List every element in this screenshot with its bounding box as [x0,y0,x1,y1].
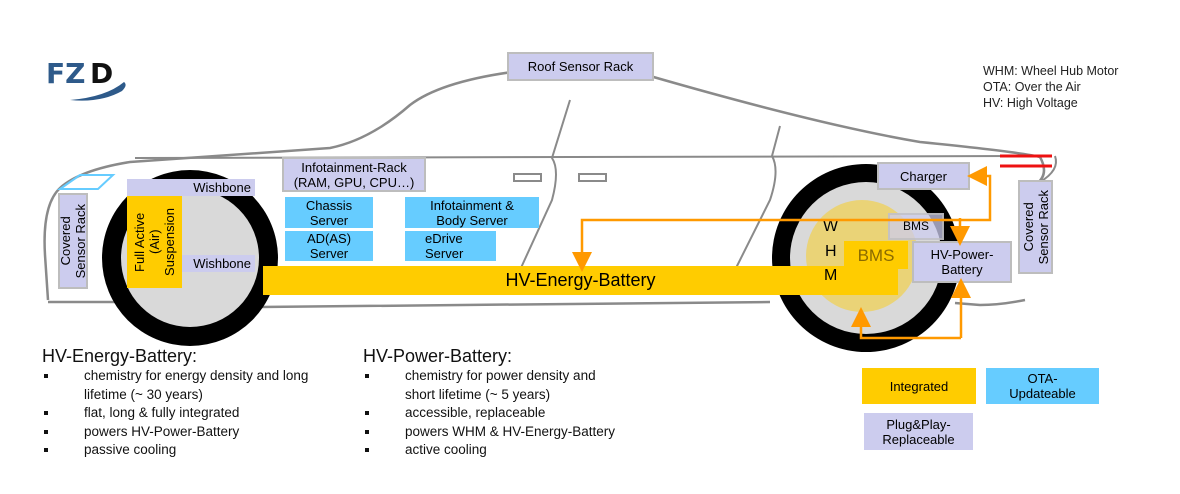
chassis-server-label: Chassis [305,197,353,213]
headlight [56,174,116,190]
key-ota-label: OTA- [1027,371,1058,386]
fzd-logo: FZ D [46,55,136,110]
whm-letter-w: W [823,218,839,235]
covered-sensor-rack-rear-label: Covered [1020,202,1036,252]
roof-sensor-rack: Roof Sensor Rack [507,52,654,81]
door-handle [513,173,542,182]
power-bullet-continuation: short lifetime (~ 5 years) [405,386,551,402]
covered-sensor-rack-rear-sublabel: Sensor Rack [1035,189,1051,265]
roof-sensor-rack-label: Roof Sensor Rack [527,59,634,74]
power-description-title: HV-Power-Battery: [363,346,513,366]
suspension-label-2: (Air) [147,229,162,255]
wishbone-bottom-label: Wishbone [193,256,251,271]
chassis-server-sublabel: Server [309,212,349,228]
energy-bullet: chemistry for energy density and long [42,367,362,386]
key-ota-updateable: OTA- Updateable [986,368,1099,404]
charger: Charger [877,162,970,190]
edrive-server-sublabel: Server [425,246,464,261]
chassis-server: Chassis Server [285,197,373,228]
covered-sensor-rack-front: Covered Sensor Rack [58,193,88,289]
ad-server-sublabel: Server [309,246,349,261]
abbreviation-whm: WHM: Wheel Hub Motor [983,64,1119,78]
bms-small-label: BMS [902,219,929,233]
full-active-air-suspension: Full Active (Air) Suspension [127,196,182,288]
covered-sensor-rack-front-label: Covered [58,216,73,266]
infotainment-server-sublabel: Body Server [436,212,508,228]
c-pillar [734,125,781,271]
infotainment-rack-sublabel: (RAM, GPU, CPU…) [293,174,415,190]
abbreviation-hv: HV: High Voltage [983,96,1078,110]
wishbone-bottom: Wishbone [182,255,255,272]
infotainment-body-server: Infotainment & Body Server [405,197,539,228]
hv-power-battery-description: HV-Power-Battery: chemistry for power de… [363,345,683,460]
abbreviation-legend: WHM: Wheel Hub Motor OTA: Over the Air H… [983,63,1118,111]
bms-integrated: BMS [844,241,908,269]
hv-energy-battery-label: HV-Energy-Battery [505,270,656,290]
logo-text-fz: FZ [46,57,85,90]
energy-description-title: HV-Energy-Battery: [42,346,198,366]
power-bullet: active cooling [363,441,683,460]
wishbone-top-label: Wishbone [193,180,251,195]
covered-sensor-rack-front-sublabel: Sensor Rack [73,203,88,279]
whm-letter-h: H [825,243,837,260]
ad-as-server: AD(AS) Server [285,231,373,261]
car-body-outline [43,70,1046,309]
abbreviation-ota: OTA: Over the Air [983,80,1081,94]
key-plug-sublabel: Replaceable [882,431,955,447]
energy-bullet: flat, long & fully integrated [42,404,362,423]
hv-energy-battery-description: HV-Energy-Battery: chemistry for energy … [42,345,362,460]
covered-sensor-rack-rear: Covered Sensor Rack [1018,180,1053,274]
suspension-label-1: Full Active [132,212,147,272]
beltline [134,155,1041,159]
hv-energy-battery: HV-Energy-Battery [263,266,898,295]
power-bullet: chemistry for power density and [363,367,683,386]
key-integrated-label: Integrated [889,378,949,394]
edrive-server-label: eDrive [425,231,463,246]
key-plug-and-play-replaceable: Plug&Play- Replaceable [864,413,973,450]
key-plug-label: Plug&Play- [886,416,951,432]
infotainment-rack-label: Infotainment-Rack [301,159,407,175]
energy-bullet: powers HV-Power-Battery [42,423,362,442]
whm-letter-m: M [824,267,838,284]
hv-power-battery-label: HV-Power- [930,247,994,262]
wishbone-top: Wishbone [127,179,255,196]
suspension-label-3: Suspension [162,208,177,276]
charger-label: Charger [900,168,947,184]
edrive-server: eDrive Server [405,231,496,261]
fzd-swoosh-icon: FZ D [46,57,126,101]
power-bullet: accessible, replaceable [363,404,683,423]
energy-bullet: passive cooling [42,441,362,460]
rear-bumper [1039,155,1057,183]
ad-server-label: AD(AS) [306,231,352,246]
b-pillar [519,99,571,271]
key-ota-sublabel: Updateable [1009,386,1076,401]
energy-bullet-continuation: lifetime (~ 30 years) [84,386,203,402]
infotainment-rack: Infotainment-Rack (RAM, GPU, CPU…) [282,157,426,192]
hv-power-battery: HV-Power- Battery [912,241,1012,283]
door-handle [578,173,607,182]
bms-plug-and-play: BMS [888,213,944,240]
key-integrated: Integrated [862,368,976,404]
power-bullet: powers WHM & HV-Energy-Battery [363,423,683,442]
infotainment-server-label: Infotainment & [430,197,514,213]
hv-power-battery-sublabel: Battery [941,262,983,277]
logo-text-d: D [90,57,113,90]
bms-large-label: BMS [857,245,895,265]
